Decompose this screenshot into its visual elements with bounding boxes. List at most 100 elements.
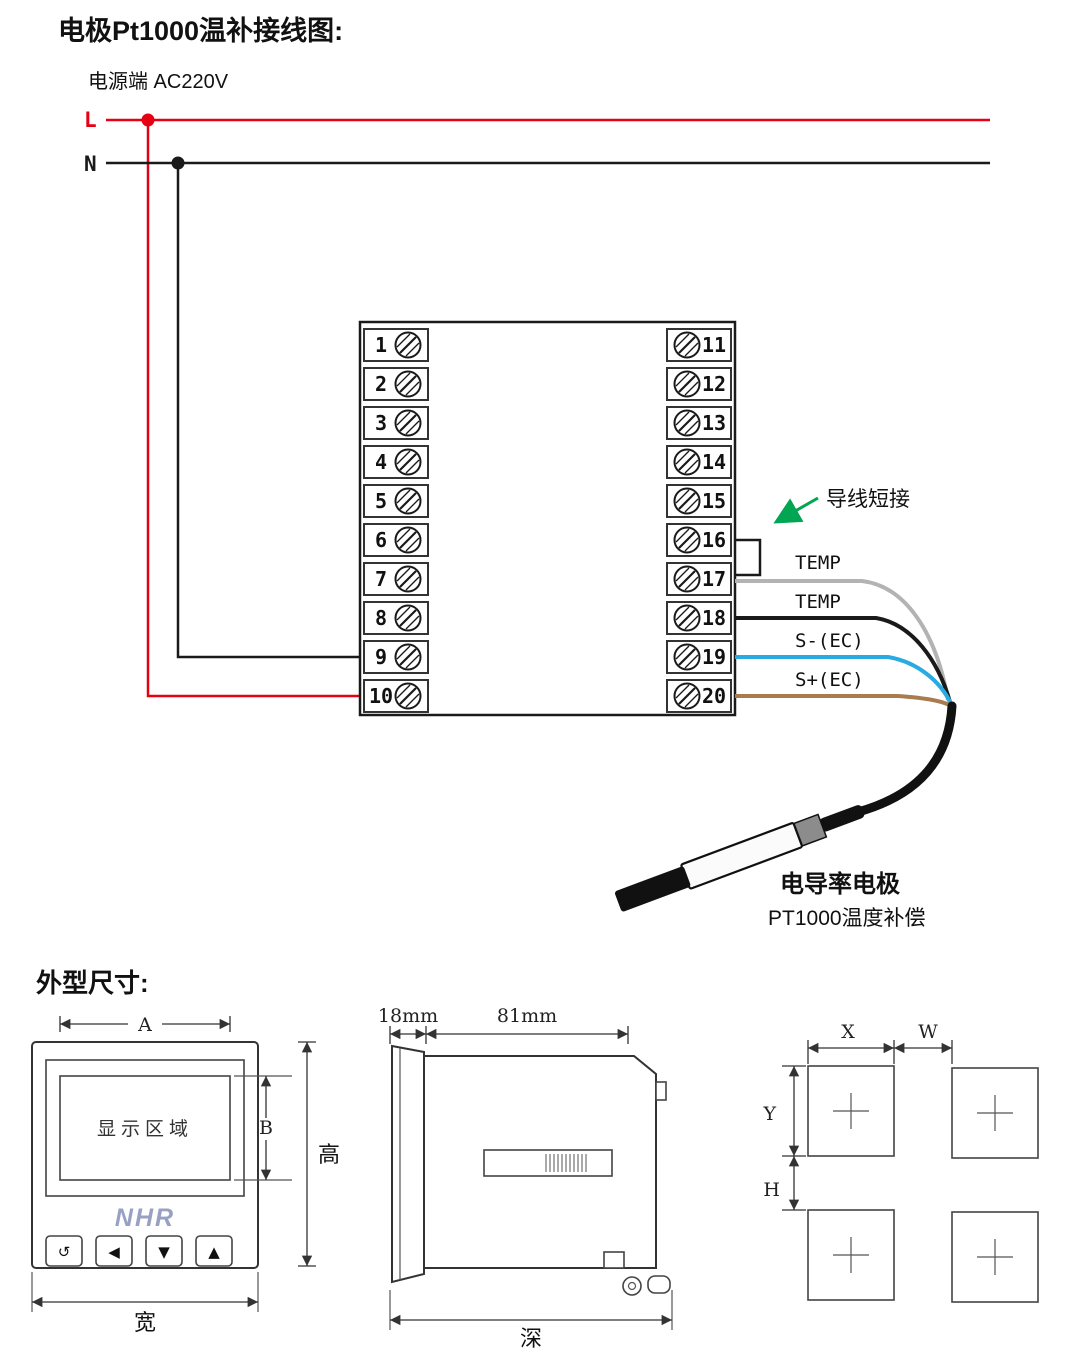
svg-text:1: 1 bbox=[375, 333, 387, 357]
screw-icon bbox=[394, 604, 422, 632]
terminal-right-17: 17 bbox=[666, 562, 732, 596]
dim-x: X bbox=[807, 1021, 895, 1064]
probe-cable bbox=[853, 701, 957, 817]
terminal-left-1: 1 bbox=[363, 328, 429, 362]
terminal-right-12: 12 bbox=[666, 367, 732, 401]
screw-icon bbox=[673, 565, 701, 593]
wire-temp-1 bbox=[735, 579, 950, 701]
dim-w: W bbox=[894, 1021, 953, 1064]
page-title: 电极Pt1000温补接线图: bbox=[58, 16, 343, 46]
cutout-square-1 bbox=[807, 1065, 895, 1157]
screw-icon bbox=[673, 487, 701, 515]
svg-text:11: 11 bbox=[702, 333, 726, 357]
gland-nut bbox=[647, 1275, 671, 1294]
terminal-right-19: 19 bbox=[666, 640, 732, 674]
terminal-right-11: 11 bbox=[666, 328, 732, 362]
terminal-left-8: 8 bbox=[363, 601, 429, 635]
display-label: 显示区域 bbox=[97, 1118, 193, 1140]
live-wire-group: L bbox=[84, 108, 990, 698]
cycle-icon: ↺ bbox=[58, 1243, 71, 1261]
cutout-square-4 bbox=[951, 1211, 1039, 1303]
wire-s-plus bbox=[735, 694, 955, 709]
screw-icon bbox=[673, 409, 701, 437]
neutral-drop-line bbox=[176, 163, 362, 659]
screw-icon bbox=[673, 604, 701, 632]
dim-height-label: 高 bbox=[318, 1142, 340, 1167]
svg-text:16: 16 bbox=[702, 528, 726, 552]
dim-depth: 深 bbox=[389, 1290, 673, 1351]
screw-icon bbox=[394, 370, 422, 398]
svg-text:20: 20 bbox=[702, 684, 726, 708]
probe-note: PT1000温度补偿 bbox=[768, 907, 926, 930]
terminal-right-15: 15 bbox=[666, 484, 732, 518]
terminal-left-5: 5 bbox=[363, 484, 429, 518]
crosshair-icon bbox=[977, 1095, 1013, 1131]
svg-text:8: 8 bbox=[375, 606, 387, 630]
screw-icon bbox=[673, 682, 701, 710]
jumper-label: 导线短接 bbox=[826, 488, 910, 511]
conductivity-probe bbox=[615, 805, 865, 912]
svg-text:4: 4 bbox=[375, 450, 387, 474]
dim-a-label: A bbox=[137, 1014, 152, 1036]
screw-icon bbox=[394, 643, 422, 671]
screw-icon bbox=[394, 682, 422, 710]
svg-text:3: 3 bbox=[375, 411, 387, 435]
crosshair-icon bbox=[977, 1239, 1013, 1275]
dim-a: A bbox=[59, 1014, 231, 1036]
screw-icon bbox=[673, 331, 701, 359]
left-arrow-icon: ◀ bbox=[108, 1243, 120, 1261]
terminal-left-6: 6 bbox=[363, 523, 429, 557]
screw-icon bbox=[394, 565, 422, 593]
dim-18mm: 18mm bbox=[378, 1005, 438, 1044]
wire-temp-2-path bbox=[735, 616, 952, 703]
front-view: 显示区域 NHR ↺ ◀ ▼ ▲ A B bbox=[31, 1014, 340, 1335]
screw-icon bbox=[394, 409, 422, 437]
wire-temp-2 bbox=[735, 616, 952, 703]
dim-h-label: H bbox=[763, 1179, 780, 1201]
terminal-left-3: 3 bbox=[363, 406, 429, 440]
cutout-view: X W Y H bbox=[762, 1021, 1039, 1303]
svg-text:13: 13 bbox=[702, 411, 726, 435]
dim-y-label: Y bbox=[762, 1103, 776, 1125]
cutout-square-3 bbox=[807, 1209, 895, 1301]
svg-text:12: 12 bbox=[702, 372, 726, 396]
button-cycle bbox=[45, 1235, 83, 1267]
down-arrow-icon: ▼ bbox=[158, 1243, 170, 1261]
jumper-arrow-icon bbox=[773, 496, 819, 524]
terminal-left-2: 2 bbox=[363, 367, 429, 401]
dim-h: H bbox=[763, 1156, 806, 1211]
side-slot-hatch bbox=[545, 1154, 587, 1172]
wire-temp-1-label: TEMP bbox=[795, 552, 841, 574]
terminal-right-20: 20 bbox=[666, 679, 732, 713]
wire-temp-1-path bbox=[735, 579, 950, 701]
svg-text:6: 6 bbox=[375, 528, 387, 552]
terminal-right-16: 16 bbox=[666, 523, 732, 557]
brand-logo: NHR bbox=[115, 1204, 175, 1232]
neutral-wire-group: N bbox=[84, 152, 990, 659]
svg-text:19: 19 bbox=[702, 645, 726, 669]
terminal-left-4: 4 bbox=[363, 445, 429, 479]
dim-y: Y bbox=[762, 1065, 806, 1157]
jumper-wire bbox=[735, 538, 762, 577]
button-left bbox=[95, 1235, 133, 1267]
terminal-left-7: 7 bbox=[363, 562, 429, 596]
svg-text:7: 7 bbox=[375, 567, 387, 591]
dim-width: 宽 bbox=[31, 1272, 259, 1335]
dim-height: 高 bbox=[298, 1041, 340, 1267]
svg-text:5: 5 bbox=[375, 489, 387, 513]
screw-icon bbox=[673, 643, 701, 671]
svg-text:14: 14 bbox=[702, 450, 726, 474]
screw-icon bbox=[394, 331, 422, 359]
side-bezel bbox=[391, 1044, 425, 1284]
terminal-left-10: 10 bbox=[363, 679, 429, 713]
svg-text:15: 15 bbox=[702, 489, 726, 513]
cutout-square-2 bbox=[951, 1067, 1039, 1159]
live-drop-line bbox=[146, 120, 362, 698]
terminal-block: 1 2 3 4 5 6 7 8 9 10 11 12 13 14 15 16 1… bbox=[358, 320, 737, 717]
svg-text:9: 9 bbox=[375, 645, 387, 669]
side-view: 18mm 81mm 深 bbox=[378, 1005, 673, 1351]
front-buttons: ↺ ◀ ▼ ▲ bbox=[45, 1235, 233, 1267]
dim-depth-label: 深 bbox=[520, 1326, 542, 1351]
